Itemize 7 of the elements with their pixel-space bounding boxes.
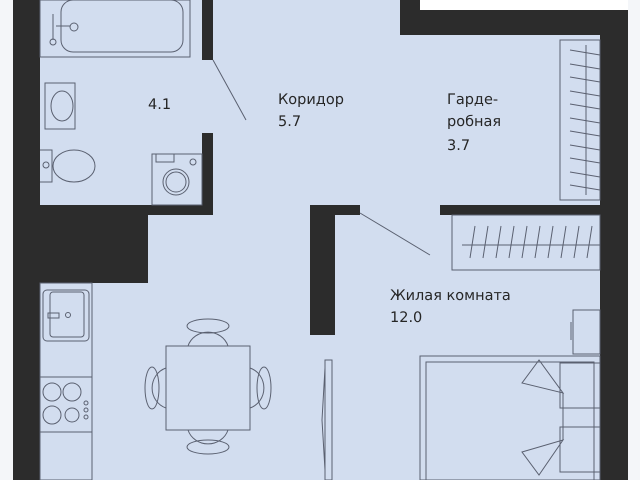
room-name: Гарде- робная (447, 91, 502, 132)
area-label: 4.1 (148, 96, 172, 115)
room-name: Коридор (278, 91, 344, 110)
area-label: 5.7 (278, 113, 302, 132)
area-label: 3.7 (447, 137, 470, 156)
room-name: Жилая комната (390, 287, 511, 306)
area-label: 12.0 (390, 309, 422, 328)
